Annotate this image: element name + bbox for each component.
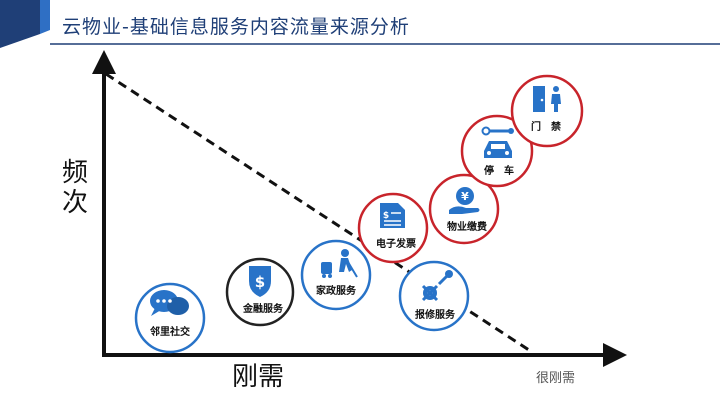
yen-hand-icon: ¥	[449, 187, 480, 214]
invoice-icon: $	[380, 203, 405, 228]
svg-text:¥: ¥	[461, 190, 469, 203]
header-bar	[0, 0, 720, 48]
service-label: 报修服务	[415, 308, 456, 321]
x-axis-end-label: 很刚需	[536, 371, 576, 386]
car-key-icon	[481, 126, 514, 158]
chat-bubbles-icon	[150, 290, 189, 316]
svg-text:$: $	[255, 273, 265, 291]
service-label: 门 禁	[531, 120, 561, 133]
svg-text:$: $	[383, 211, 389, 221]
wrench-gear-icon	[421, 270, 453, 302]
service-e-invoice: $ 电子发票	[357, 192, 429, 264]
service-access-control: 门 禁	[510, 74, 584, 148]
service-repair: 报修服务	[398, 260, 470, 332]
door-person-icon	[533, 86, 561, 112]
service-label: 电子发票	[376, 237, 416, 250]
service-housekeeping: 家政服务	[300, 239, 372, 311]
service-label: 物业缴费	[447, 220, 487, 233]
service-label: 金融服务	[242, 302, 284, 315]
service-property-payment: ¥ 物业缴费	[428, 173, 500, 245]
service-label: 邻里社交	[150, 325, 190, 338]
service-label: 家政服务	[316, 284, 357, 297]
page-title: 云物业-基础信息服务内容流量来源分析	[62, 16, 410, 38]
service-parking: 停 车	[460, 114, 534, 188]
service-financial: $ 金融服务	[225, 257, 295, 327]
x-axis-label: 刚需	[232, 362, 285, 392]
y-axis-label: 频次	[62, 158, 89, 218]
service-label: 停 车	[484, 164, 514, 177]
cleaner-icon	[321, 249, 358, 278]
service-neighborhood-social: 邻里社交	[134, 282, 206, 354]
dollar-shield-icon: $	[249, 266, 271, 297]
